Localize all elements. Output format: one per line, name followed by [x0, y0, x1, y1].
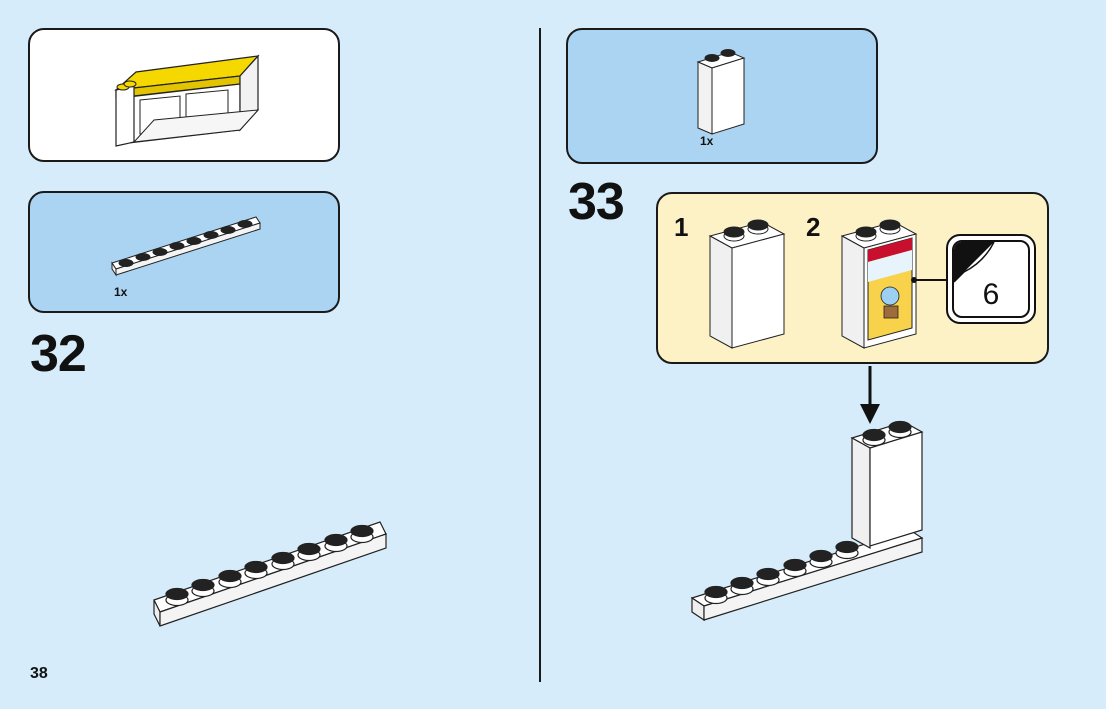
window-frame-assembly-illustration	[114, 54, 260, 147]
column-divider	[539, 28, 541, 682]
sticker-number: 6	[982, 278, 1000, 311]
step-32-plate-illustration	[153, 521, 387, 627]
parts-needed-panel: 1x	[28, 191, 340, 313]
step-number: 33	[568, 173, 625, 231]
brick-1x2x3-illustration	[696, 49, 746, 135]
page-number: 38	[30, 665, 48, 682]
sticker-callout: 6	[946, 234, 1036, 324]
substep-1-brick-illustration	[708, 219, 786, 349]
sticker-icon	[954, 242, 995, 283]
substep-2-sticker-brick-illustration	[840, 219, 948, 349]
substep-panel: 1 2 6	[656, 192, 1049, 364]
part-quantity: 1x	[114, 285, 128, 299]
plate-1x8-illustration	[111, 216, 261, 277]
step-number: 32	[30, 325, 87, 383]
parts-needed-panel-right: 1x	[566, 28, 878, 164]
previous-result-panel	[28, 28, 340, 162]
sticker-callout-inner: 6	[952, 240, 1030, 318]
substep-number: 1	[674, 212, 689, 242]
part-quantity: 1x	[700, 134, 714, 148]
substep-number: 2	[806, 212, 821, 242]
